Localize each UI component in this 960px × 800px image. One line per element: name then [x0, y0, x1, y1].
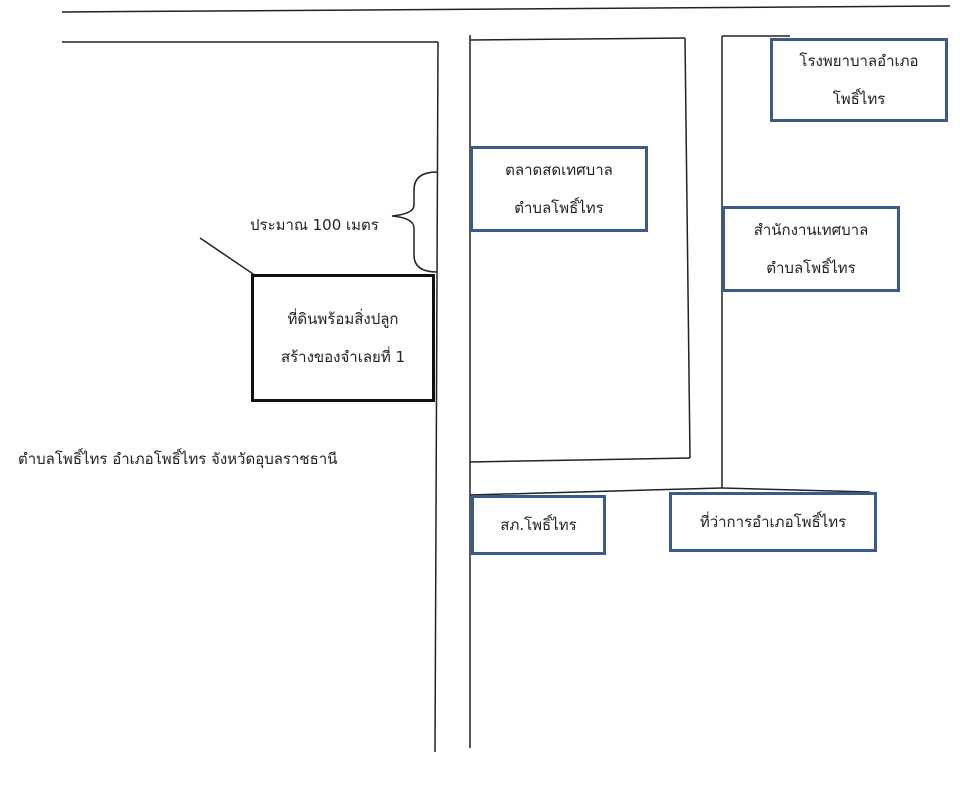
pointer-arrow-line [199, 237, 263, 281]
district-office-box: ที่ว่าการอำเภอโพธิ์ไทร [669, 492, 877, 552]
location-label: ตำบลโพธิ์ไทร อำเภอโพธิ์ไทร จังหวัดอุบลรา… [18, 450, 338, 468]
road-line-vertical-1 [434, 41, 439, 753]
road-line-lower [469, 487, 723, 496]
municipal-office-label-2: ตำบลโพธิ์ไทร [766, 259, 856, 277]
target-land-label-1: ที่ดินพร้อมสิ่งปลูก [287, 310, 399, 328]
market-label-2: ตำบลโพธิ์ไทร [514, 199, 604, 217]
road-line-lower-right [721, 487, 871, 493]
police-station-box: สภ.โพธิ์ไทร [471, 495, 606, 555]
distance-label: ประมาณ 100 เมตร [250, 216, 379, 234]
block-right [684, 37, 691, 459]
market-label-1: ตลาดสดเทศบาล [505, 161, 613, 179]
municipal-office-box: สำนักงานเทศบาล ตำบลโพธิ์ไทร [722, 206, 900, 292]
block-top [469, 37, 686, 41]
municipal-office-label-1: สำนักงานเทศบาล [753, 221, 869, 239]
target-land-box: ที่ดินพร้อมสิ่งปลูก สร้างของจำเลยที่ 1 [251, 274, 435, 402]
district-office-label: ที่ว่าการอำเภอโพธิ์ไทร [699, 513, 847, 531]
target-land-label-2: สร้างของจำเลยที่ 1 [280, 348, 406, 366]
hospital-box: โรงพยาบาลอำเภอ โพธิ์ไทร [770, 38, 948, 122]
hospital-label-2: โพธิ์ไทร [832, 90, 886, 108]
road-line-top [61, 5, 951, 13]
distance-brace [391, 171, 438, 273]
hospital-label-1: โรงพยาบาลอำเภอ [799, 52, 919, 70]
police-station-label: สภ.โพธิ์ไทร [500, 516, 577, 534]
block-bottom [469, 457, 691, 463]
market-box: ตลาดสดเทศบาล ตำบลโพธิ์ไทร [470, 146, 648, 232]
